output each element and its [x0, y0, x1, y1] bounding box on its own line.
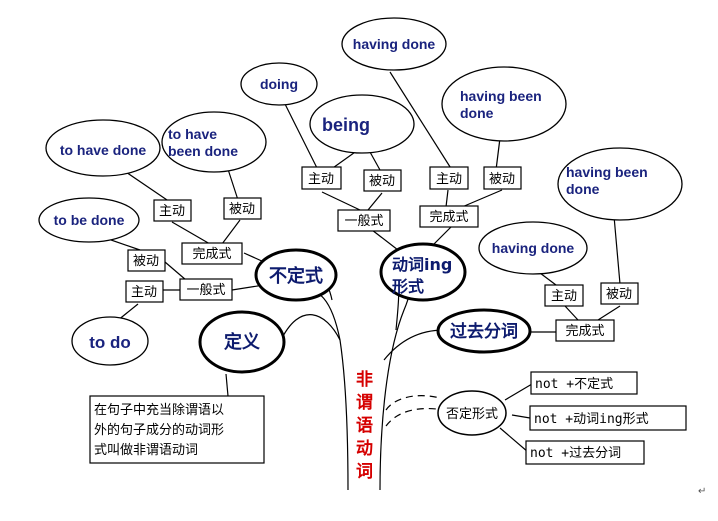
box-ing-perfect-passive: 被动: [483, 166, 522, 190]
svg-text:动词ing: 动词ing: [392, 255, 452, 274]
box-pp-active: 主动: [544, 284, 584, 307]
box-inf-simple: 一般式: [179, 278, 233, 301]
box-ing-perfect: 完成式: [419, 205, 479, 228]
trunk-char-2: 谓: [356, 393, 373, 413]
box-pp-perfect: 完成式: [555, 319, 615, 342]
box-ing-perfect-active: 主动: [429, 166, 469, 190]
box-pp-passive: 被动: [600, 282, 639, 305]
definition-line-3: 式叫做非谓语动词: [94, 443, 198, 458]
cloud-having-done-top: having done: [341, 17, 447, 71]
svg-text:被动: 被动: [369, 174, 395, 189]
cloud-label: doing: [260, 76, 298, 92]
cloud-label: being: [322, 115, 370, 135]
box-ing-simple-active: 主动: [301, 166, 342, 190]
negative-gerund-box: not +动词ing形式: [529, 405, 687, 431]
cloud-label: having done: [492, 240, 575, 256]
cloud-having-done-right: having done: [478, 221, 588, 275]
svg-text:形式: 形式: [392, 277, 424, 296]
svg-text:过去分词: 过去分词: [450, 321, 518, 342]
svg-text:not +过去分词: not +过去分词: [530, 446, 621, 461]
svg-text:被动: 被动: [606, 287, 632, 302]
cloud-label: having done: [353, 36, 436, 52]
svg-text:被动: 被动: [489, 172, 515, 187]
box-inf-perfect-active: 主动: [153, 199, 192, 222]
box-inf-simple-passive: 被动: [127, 249, 166, 272]
box-inf-simple-active: 主动: [125, 280, 164, 303]
cloud-label: to do: [89, 333, 131, 352]
cloud-having-been-done-right: having been done: [557, 147, 683, 221]
cloud-label: to have done: [60, 142, 147, 158]
cloud-label-line2: done: [566, 181, 600, 197]
cloud-label-line1: to have: [168, 126, 217, 142]
cloud-to-have-done: to have done: [45, 119, 161, 177]
cloud-having-been-done-top: having been done: [441, 66, 567, 142]
svg-text:被动: 被动: [133, 254, 159, 269]
cloud-doing: doing: [240, 62, 318, 106]
svg-text:一般式: 一般式: [344, 213, 383, 229]
svg-text:not +不定式: not +不定式: [535, 377, 613, 392]
oval-negative: 否定形式: [437, 390, 507, 436]
cloud-label-line2: done: [460, 105, 494, 121]
cloud-to-be-done: to be done: [38, 197, 140, 243]
cloud-label-line1: having been: [460, 88, 542, 104]
cloud-being: being: [309, 94, 415, 154]
oval-infinitive: 不定式: [254, 248, 338, 302]
return-mark-icon: ↵: [698, 486, 706, 497]
negative-participle-box: not +过去分词: [525, 440, 645, 465]
svg-text:主动: 主动: [436, 172, 462, 187]
svg-text:完成式: 完成式: [429, 210, 468, 225]
svg-text:否定形式: 否定形式: [446, 407, 498, 422]
svg-text:一般式: 一般式: [186, 282, 225, 298]
cloud-to-do: to do: [71, 316, 149, 366]
svg-text:定义: 定义: [224, 331, 260, 353]
trunk-char-4: 动: [356, 439, 373, 459]
svg-text:主动: 主动: [551, 289, 577, 304]
trunk-label: 非 谓 语 动 词: [356, 369, 373, 482]
cloud-label-line2: been done: [168, 143, 238, 159]
cloud-label-line1: having been: [566, 164, 648, 180]
trunk-char-1: 非: [356, 369, 373, 390]
svg-text:被动: 被动: [229, 202, 255, 217]
svg-text:不定式: 不定式: [269, 265, 323, 287]
svg-text:完成式: 完成式: [192, 247, 231, 262]
oval-past-participle: 过去分词: [436, 308, 532, 354]
negative-infinitive-box: not +不定式: [530, 371, 638, 395]
definition-text-box: 在句子中充当除谓语以 外的句子成分的动词形 式叫做非谓语动词: [89, 395, 265, 464]
box-ing-simple-passive: 被动: [363, 169, 402, 192]
box-inf-perfect-passive: 被动: [223, 197, 262, 220]
definition-line-2: 外的句子成分的动词形: [94, 422, 224, 438]
trunk-char-5: 词: [356, 462, 373, 482]
oval-gerund: 动词ing 形式: [379, 242, 467, 302]
cloud-label: to be done: [54, 212, 125, 228]
trunk-char-3: 语: [356, 416, 373, 436]
svg-text:主动: 主动: [131, 285, 157, 300]
box-ing-simple: 一般式: [337, 209, 391, 232]
box-inf-perfect: 完成式: [181, 242, 243, 265]
oval-definition: 定义: [198, 310, 286, 374]
svg-text:完成式: 完成式: [565, 324, 604, 339]
svg-text:主动: 主动: [308, 172, 334, 187]
cloud-to-have-been-done: to have been done: [161, 111, 267, 173]
svg-text:主动: 主动: [159, 204, 185, 219]
svg-text:not +动词ing形式: not +动词ing形式: [534, 412, 649, 427]
definition-line-1: 在句子中充当除谓语以: [94, 402, 224, 418]
